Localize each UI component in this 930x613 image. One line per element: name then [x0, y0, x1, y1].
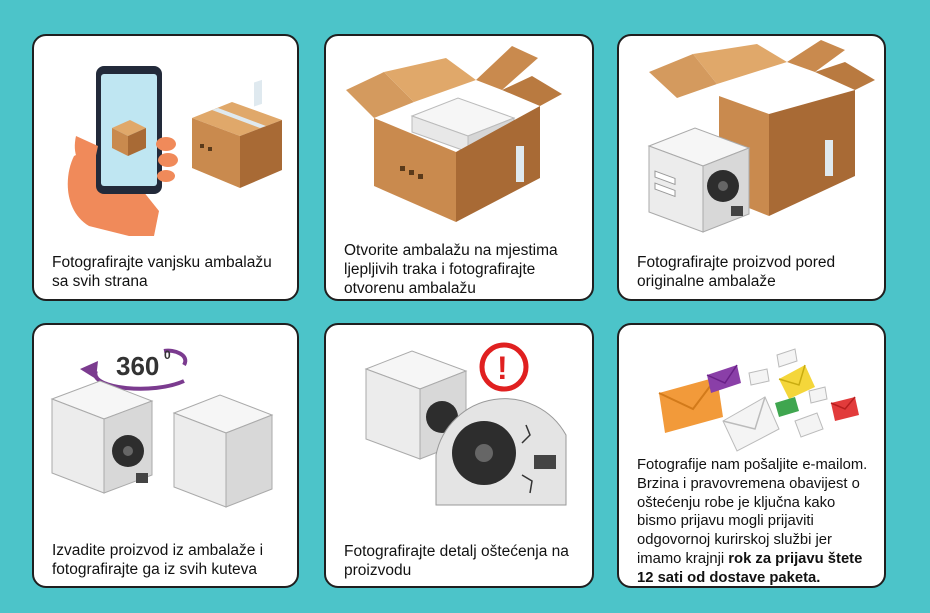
step-caption: Fotografije nam pošaljite e-mailom. Brzi…: [637, 456, 868, 586]
caption-line: odgovornoj kurirskoj službi jer: [637, 532, 832, 549]
envelope-white-icon: [722, 396, 780, 452]
unit-beside-box-icon: [647, 40, 875, 233]
step-card-6: Fotografije nam pošaljite e-mailom. Brzi…: [617, 323, 886, 588]
caption-bold: rok za prijavu štete: [728, 550, 863, 567]
caption-line: Brzina i pravovremena obavijest o: [637, 475, 860, 492]
damage-detail-icon: !: [364, 342, 567, 506]
caption-text: imamo krajnji: [637, 550, 725, 567]
envelope-red-icon: [830, 396, 859, 421]
envelope-orange-icon: [658, 376, 723, 433]
rotate-360-icon: 360 0: [50, 348, 274, 508]
step-card-2: Otvorite ambalažu na mjestima ljepljivih…: [324, 34, 594, 301]
step-card-4: 360 0 Izvadite proizvod iz ambalaže i fo…: [32, 323, 299, 588]
step-caption: Otvorite ambalažu na mjestima ljepljivih…: [344, 242, 558, 297]
open-box-icon: [346, 46, 562, 222]
step-card-1: Fotografirajte vanjsku ambalažu sa svih …: [32, 34, 299, 301]
step-card-5: ! Fotografirajte detalj oštećenja na pro…: [324, 323, 594, 588]
caption-bold: 12 sati od dostave paketa.: [637, 569, 821, 586]
caption-line: 12 sati od dostave paketa.: [637, 569, 868, 586]
envelope-purple-icon: [706, 364, 741, 393]
caption-line: bismo prijavu mogli prijaviti: [637, 513, 814, 530]
caption-line: oštećenju robe je ključna kako: [637, 494, 836, 511]
alert-mark: !: [497, 350, 508, 386]
caption-line: imamo krajnji rok za prijavu štete: [637, 550, 868, 569]
envelopes-icon: [658, 348, 859, 452]
phone-photographing-box-icon: [67, 66, 282, 236]
envelope-small-white-icon: [748, 348, 828, 438]
envelope-yellow-icon: [778, 364, 815, 399]
step-caption: Fotografirajte proizvod pored originalne…: [637, 254, 836, 290]
step-caption: Fotografirajte vanjsku ambalažu sa svih …: [52, 254, 272, 290]
step-caption: Izvadite proizvod iz ambalaže i fotograf…: [52, 542, 264, 578]
rotate-label: 360: [116, 351, 159, 381]
step-card-3: Fotografirajte proizvod pored originalne…: [617, 34, 886, 301]
envelope-green-icon: [775, 397, 799, 417]
rotate-degree: 0: [164, 348, 171, 362]
caption-line: Fotografije nam pošaljite e-mailom.: [637, 457, 868, 473]
step-caption: Fotografirajte detalj oštećenja na proiz…: [344, 543, 569, 579]
